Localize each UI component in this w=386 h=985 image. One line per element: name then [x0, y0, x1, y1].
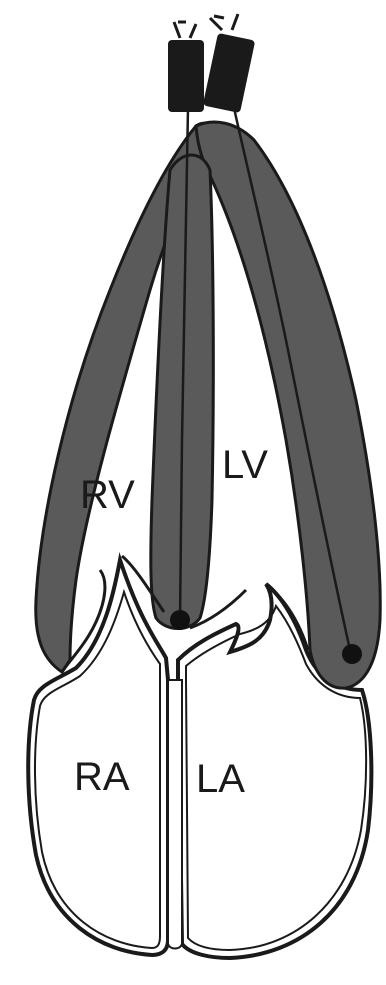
atrial-septum	[168, 680, 182, 949]
connector-left	[168, 40, 204, 112]
left-ventricle-wall	[196, 122, 380, 688]
connector-right	[203, 33, 256, 113]
label-rv: RV	[80, 473, 135, 517]
lv-lead-tip-electrode	[342, 644, 362, 664]
connector-left-prongs	[174, 22, 196, 38]
lead-connectors	[168, 14, 255, 113]
label-lv: LV	[222, 443, 268, 487]
label-la: LA	[196, 757, 245, 801]
ventricles	[36, 122, 381, 688]
rv-lead-tip-electrode	[170, 610, 190, 630]
label-ra: RA	[74, 755, 130, 799]
connector-right-prongs	[210, 14, 238, 30]
